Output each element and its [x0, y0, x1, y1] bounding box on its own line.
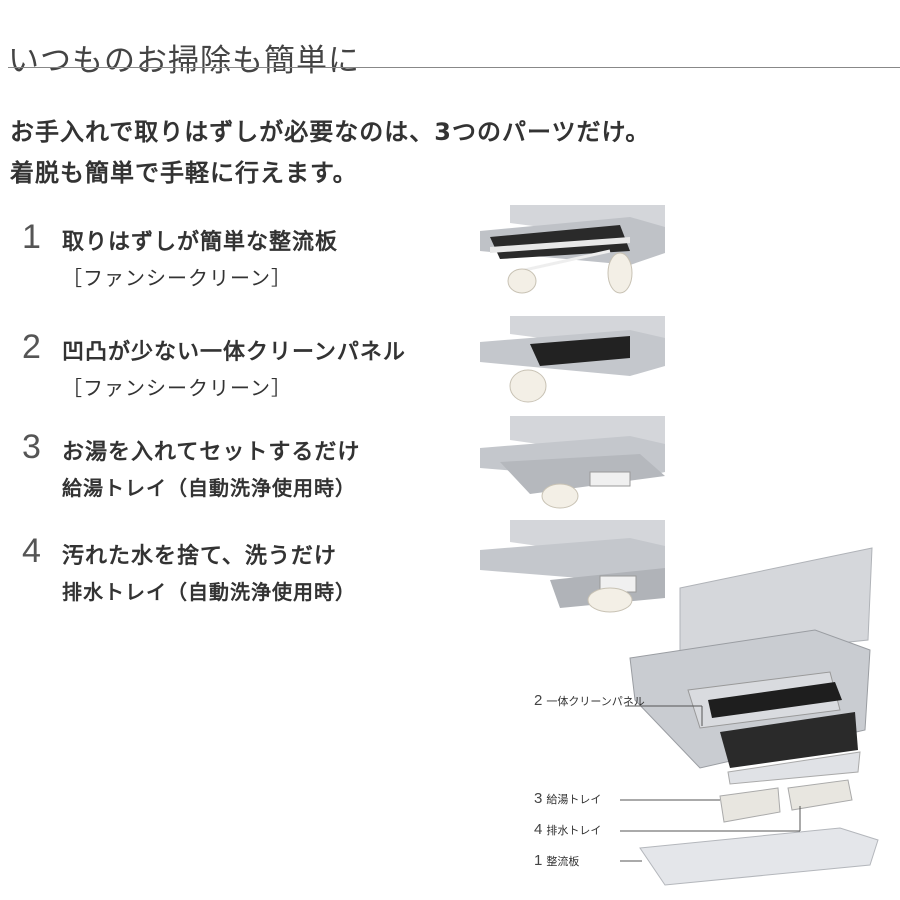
step-heading: 取りはずしが簡単な整流板	[62, 230, 339, 255]
step-number: 4	[22, 532, 41, 570]
step-subtitle: 給湯トレイ（自動洗浄使用時）	[62, 476, 356, 500]
step-heading: お湯を入れてセットするだけ	[62, 440, 361, 465]
intro-line-2: 着脱も簡単で手軽に行えます。	[10, 159, 358, 187]
step-number: 1	[22, 218, 41, 256]
photo-clean-panel	[480, 314, 668, 409]
title-divider	[8, 67, 900, 68]
step-subtitle: ［ファンシークリーン］	[62, 376, 292, 400]
step-heading: 凹凸が少ない一体クリーンパネル	[62, 340, 406, 365]
step-number: 3	[22, 428, 41, 466]
photo-remove-drain-tray	[480, 518, 668, 613]
photo-remove-rectifier-plate	[480, 203, 668, 298]
step-subtitle: ［ファンシークリーン］	[62, 266, 292, 290]
step-heading: 汚れた水を捨て、洗うだけ	[62, 544, 337, 569]
step-subtitle: 排水トレイ（自動洗浄使用時）	[62, 580, 356, 604]
page-title: いつものお掃除も簡単に	[8, 42, 360, 79]
range-hood-exploded-diagram	[620, 547, 879, 886]
step-number: 2	[22, 328, 41, 366]
photo-set-supply-tray	[480, 414, 668, 514]
intro-line-1: お手入れで取りはずしが必要なのは、3つのパーツだけ。	[10, 118, 651, 146]
